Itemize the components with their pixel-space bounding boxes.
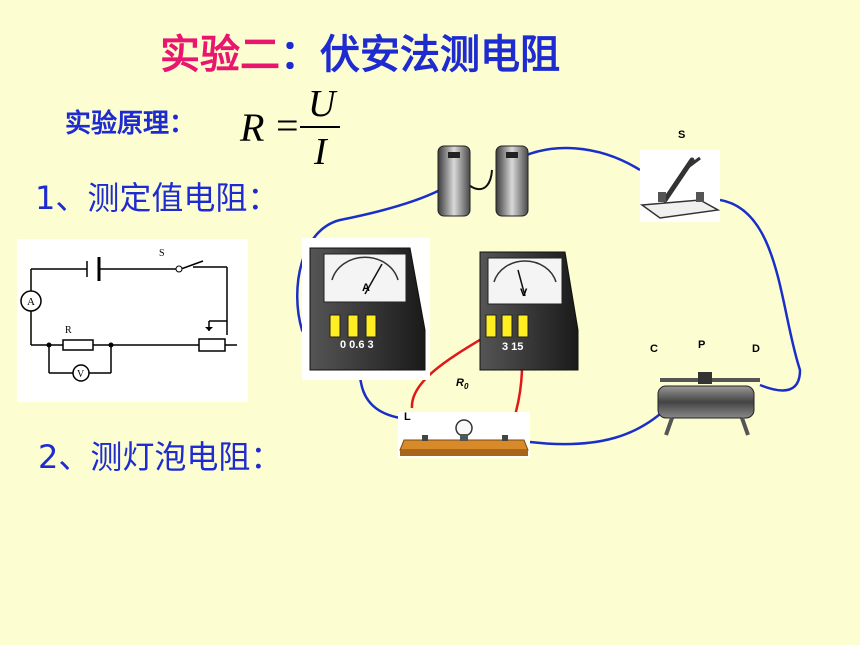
lamp-label: L xyxy=(404,411,411,423)
junction-dot xyxy=(108,342,114,348)
physical-circuit-illustration: S A 0 0.6 3 V 3 15 xyxy=(280,129,840,470)
schematic-voltmeter-label: V xyxy=(77,369,85,380)
slider-arrow xyxy=(205,327,213,331)
battery-cell-1 xyxy=(437,145,471,217)
voltmeter-terminals: 3 15 xyxy=(502,341,523,353)
circuit-schematic: S A R V xyxy=(17,239,248,402)
schematic-resistor-label: R xyxy=(65,325,72,336)
section-heading-2: 2、测灯泡电阻： xyxy=(38,438,283,476)
junction-dot xyxy=(46,342,52,348)
switch-contact xyxy=(175,265,183,273)
rheostat-label-d: D xyxy=(752,343,760,355)
ammeter-terminals: 0 0.6 3 xyxy=(340,339,374,351)
rheostat-label-c: C xyxy=(650,343,658,355)
r0-label: R0 xyxy=(456,377,469,391)
title-part1: 实验二 xyxy=(160,31,280,78)
voltmeter xyxy=(479,251,579,371)
battery-cells xyxy=(437,145,529,217)
rheostat xyxy=(657,372,760,436)
principle-label: 实验原理： xyxy=(65,109,196,139)
schematic-voltmeter xyxy=(72,364,90,382)
formula-numerator: U xyxy=(308,83,336,125)
battery-cell-2 xyxy=(495,145,529,217)
slide-title: 实验二：伏安法测电阻 xyxy=(160,22,560,80)
section-heading-1: 1、测定值电阻： xyxy=(35,179,280,217)
formula-lhs: R xyxy=(240,105,265,150)
schematic-resistor xyxy=(62,339,94,351)
voltmeter-letter: V xyxy=(520,287,528,299)
knife-switch xyxy=(639,150,721,222)
schematic-rheostat xyxy=(198,338,226,352)
title-part2: ：伏安法测电阻 xyxy=(280,31,560,78)
ohms-law-formula: R = U I xyxy=(240,82,350,174)
schematic-ammeter xyxy=(20,290,42,312)
switch-label: S xyxy=(678,130,685,141)
schematic-svg: S A R V xyxy=(20,248,237,382)
formula-equals: = xyxy=(276,103,299,148)
formula-denominator: I xyxy=(314,131,327,173)
circuit-svg: S A 0 0.6 3 V 3 15 xyxy=(296,129,802,458)
rheostat-label-p: P xyxy=(698,339,705,351)
schematic-ammeter-label: A xyxy=(27,296,35,308)
ammeter xyxy=(302,238,430,380)
lamp-board xyxy=(398,412,530,458)
schematic-switch-label: S xyxy=(159,248,165,259)
fraction-bar xyxy=(300,126,340,128)
ammeter-letter: A xyxy=(362,282,370,294)
